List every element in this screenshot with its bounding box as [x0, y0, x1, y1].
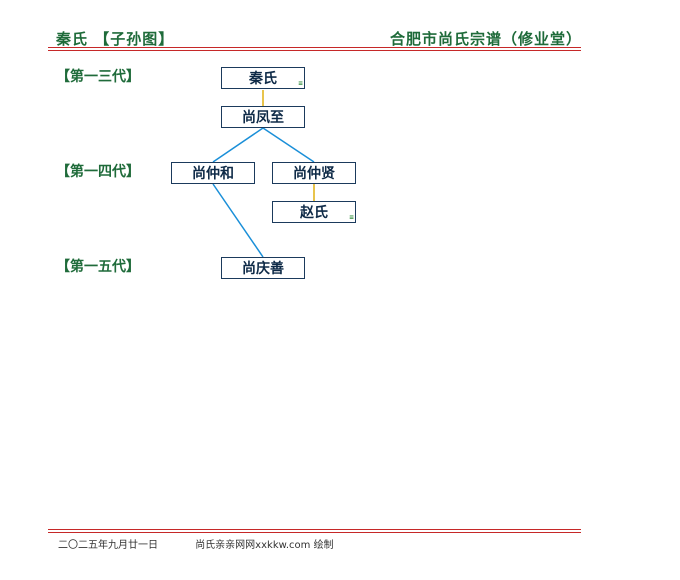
generation-label-14: 【第一四代】 — [56, 164, 140, 180]
person-name: 尚仲贤 — [293, 166, 335, 182]
generation-label-15: 【第一五代】 — [56, 259, 140, 275]
header-rule-top — [48, 47, 581, 48]
page-title: 秦氏 【子孙图】 — [56, 30, 175, 48]
footer-credit: 尚氏亲亲网网xxkkw.com 绘制 — [195, 540, 334, 551]
person-name: 尚庆善 — [242, 261, 284, 277]
footer-rule-bottom — [48, 532, 581, 533]
person-node-zhonghe[interactable]: 尚仲和 — [171, 162, 255, 184]
person-node-zhongxian[interactable]: 尚仲贤 — [272, 162, 356, 184]
person-node-qin[interactable]: 秦氏 ≡ — [221, 67, 305, 89]
person-name: 秦氏 — [249, 71, 277, 87]
generation-label-13: 【第一三代】 — [56, 69, 140, 85]
footer-date: 二〇二五年九月廿一日 — [58, 540, 158, 551]
spouse-marker-icon: ≡ — [297, 80, 303, 87]
person-node-qingshan[interactable]: 尚庆善 — [221, 257, 305, 279]
child-link-qingshan — [212, 183, 264, 258]
footer-rule-top — [48, 529, 581, 530]
child-link-zhonghe — [212, 127, 264, 163]
person-node-zhao[interactable]: 赵氏 ≡ — [272, 201, 356, 223]
spouse-marker-icon: ≡ — [348, 214, 354, 221]
header-rule-bottom — [48, 50, 581, 51]
child-link-zhongxian — [262, 127, 315, 163]
footer: 二〇二五年九月廿一日 尚氏亲亲网网xxkkw.com 绘制 — [58, 536, 368, 551]
person-name: 尚凤至 — [242, 110, 284, 126]
person-name: 赵氏 — [300, 205, 328, 221]
person-name: 尚仲和 — [192, 166, 234, 182]
person-node-fengzhi[interactable]: 尚凤至 — [221, 106, 305, 128]
genealogy-name: 合肥市尚氏宗谱（修业堂） — [389, 30, 582, 48]
